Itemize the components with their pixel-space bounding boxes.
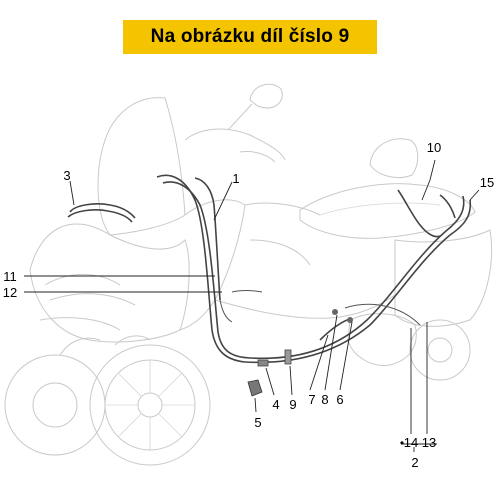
part-label-8: 8 (321, 392, 328, 407)
part-label-2: 2 (411, 455, 418, 470)
part-label-4: 4 (272, 397, 279, 412)
part-label-12: 12 (3, 285, 17, 300)
part-labels: 3 1 10 15 11 12 4 9 7 8 6 5 14 13 2 (3, 140, 494, 470)
page-title: Na obrázku díl číslo 9 (150, 26, 350, 47)
part-label-9: 9 (289, 397, 296, 412)
part-label-14: 14 (404, 435, 418, 450)
part-label-7: 7 (308, 392, 315, 407)
part-label-3: 3 (63, 168, 70, 183)
part-label-15: 15 (480, 175, 494, 190)
part-label-1: 1 (232, 171, 239, 186)
bullet-icon: • (400, 436, 404, 450)
leader-lines (24, 159, 480, 452)
part-label-13: 13 (422, 435, 436, 450)
part-label-10: 10 (427, 140, 441, 155)
part-label-11: 11 (3, 269, 17, 284)
part-label-5: 5 (254, 415, 261, 430)
scooter-outline (4, 83, 493, 466)
cable-assemblies (67, 174, 472, 397)
page-title-banner: Na obrázku díl číslo 9 (123, 20, 377, 54)
part-label-6: 6 (336, 392, 343, 407)
